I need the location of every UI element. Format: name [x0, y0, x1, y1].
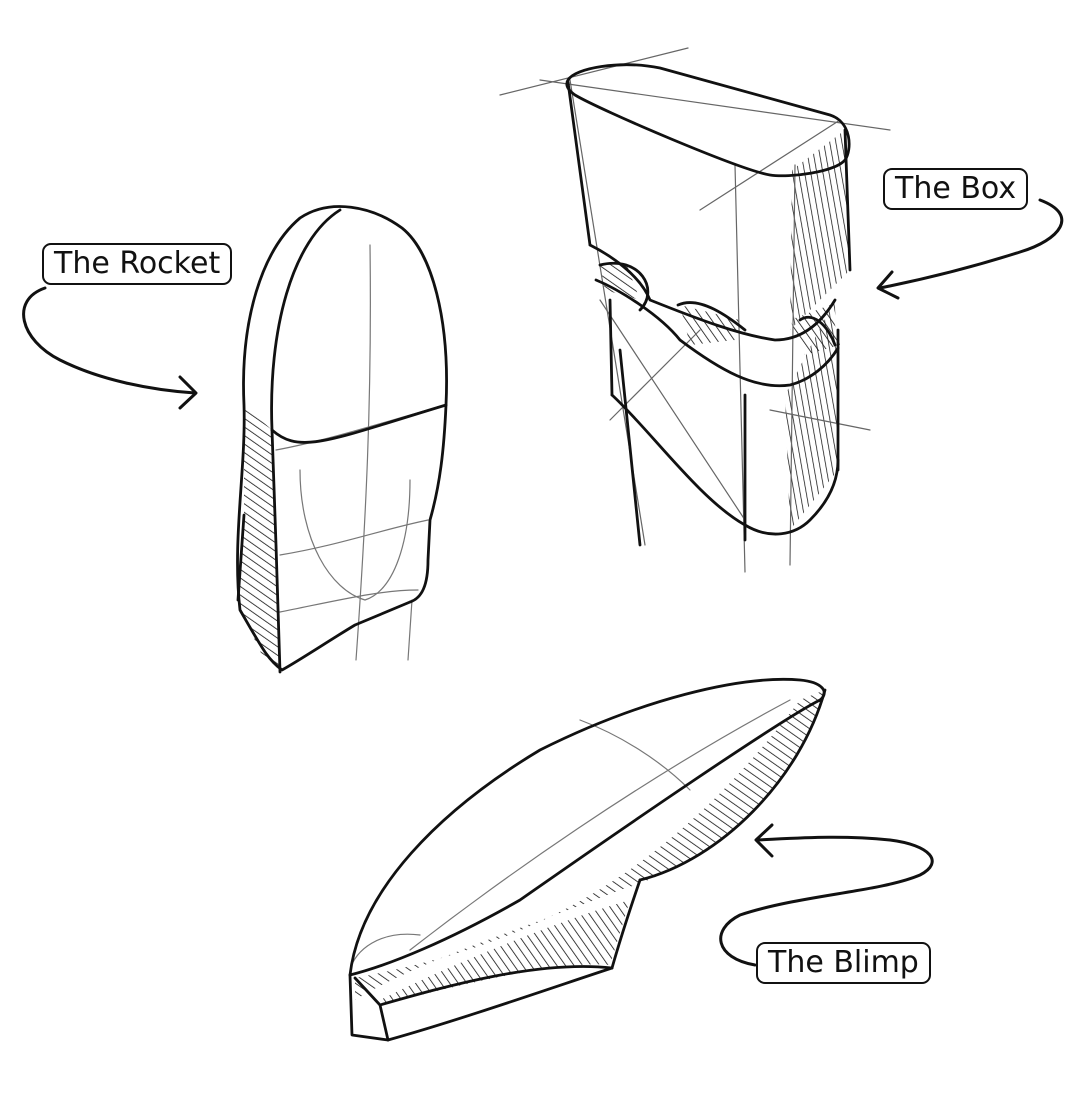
- box-shadow: [790, 130, 850, 330]
- rocket-outline: [236, 205, 448, 672]
- blimp-sketch: [348, 678, 827, 1042]
- box-sketch: [499, 47, 891, 573]
- label-the-blimp: The Blimp: [756, 942, 931, 984]
- blimp-band: [355, 690, 825, 1000]
- label-the-rocket: The Rocket: [42, 243, 233, 285]
- rocket-shadow: [238, 405, 280, 672]
- blimp-arrow: [719, 835, 934, 967]
- rocket-sketch: [236, 205, 448, 674]
- rocket-arrow: [22, 286, 197, 395]
- label-the-box: The Box: [883, 168, 1029, 210]
- box-top: [565, 63, 851, 178]
- blimp-top: [348, 678, 826, 977]
- box-arrow: [878, 198, 1064, 290]
